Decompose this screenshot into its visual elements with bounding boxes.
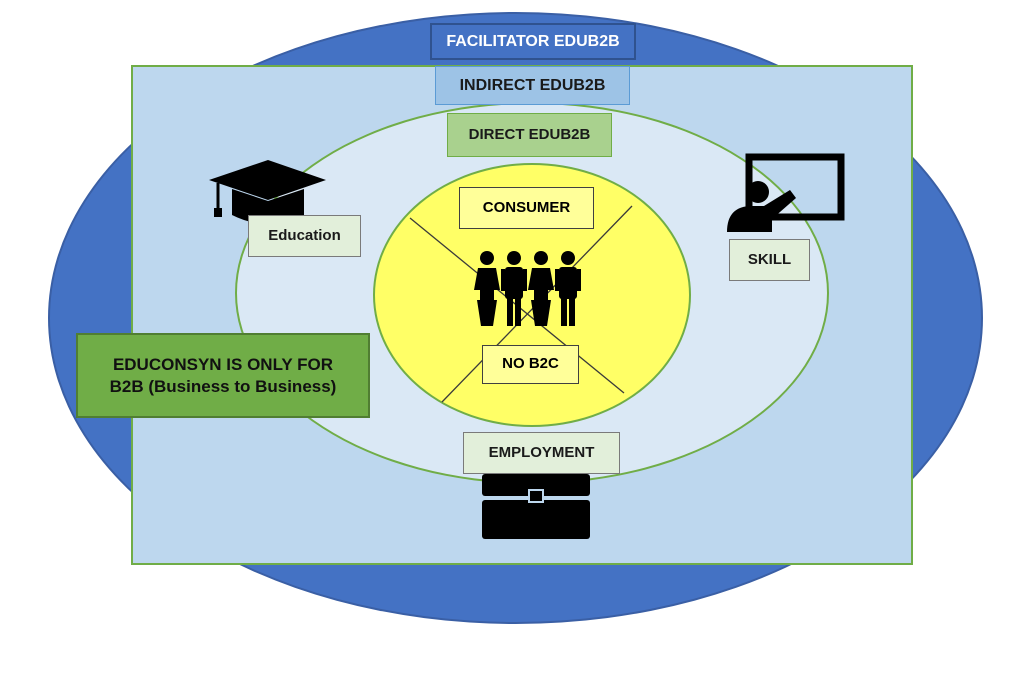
- no-b2c-text: NO B2C: [502, 355, 559, 373]
- indirect-edub2b-label: INDIRECT EDUB2B: [435, 66, 630, 105]
- b2b-note-line1: EDUCONSYN IS ONLY FOR: [112, 355, 334, 375]
- people-group-icon: [474, 251, 581, 326]
- briefcase-icon: [482, 463, 590, 539]
- direct-edub2b-text: DIRECT EDUB2B: [468, 125, 591, 143]
- consumer-label: CONSUMER: [459, 187, 594, 229]
- b2b-only-note: EDUCONSYN IS ONLY FOR B2B (Business to B…: [76, 333, 370, 418]
- teacher-board-icon: [727, 153, 845, 232]
- employment-label: EMPLOYMENT: [463, 432, 620, 474]
- education-label: Education: [248, 215, 361, 257]
- direct-edub2b-label: DIRECT EDUB2B: [447, 113, 612, 157]
- indirect-edub2b-text: INDIRECT EDUB2B: [459, 76, 606, 94]
- facilitator-edub2b-label: FACILITATOR EDUB2B: [430, 23, 636, 60]
- facilitator-edub2b-text: FACILITATOR EDUB2B: [446, 32, 620, 50]
- b2b-note-line2: B2B (Business to Business): [109, 376, 337, 396]
- employment-text: EMPLOYMENT: [488, 443, 595, 461]
- consumer-text: CONSUMER: [482, 198, 571, 216]
- no-b2c-label: NO B2C: [482, 345, 579, 384]
- skill-label: SKILL: [729, 239, 810, 281]
- skill-text: SKILL: [747, 250, 792, 268]
- education-text: Education: [268, 226, 341, 244]
